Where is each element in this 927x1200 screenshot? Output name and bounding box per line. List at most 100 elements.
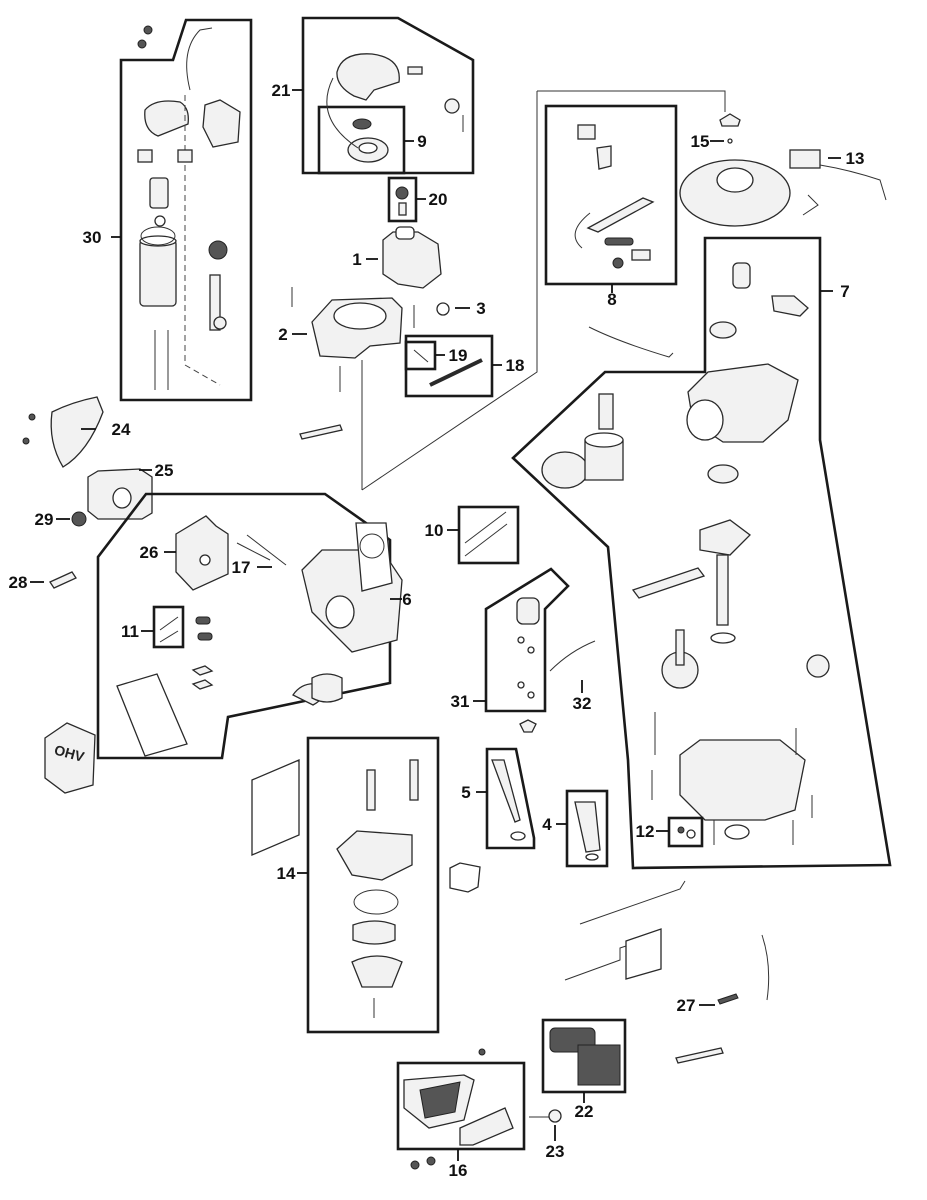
governor-spring [717, 993, 739, 1005]
drain-plug-icon [677, 826, 685, 834]
starter-pinion-gear [208, 240, 228, 260]
recoil-housing [336, 53, 400, 101]
carb-float [352, 920, 396, 945]
fuel-valve-icon [395, 186, 409, 200]
screw-icon [478, 1048, 486, 1056]
air-cleaner-knob [548, 1109, 562, 1123]
starter-motor-frame [139, 239, 177, 307]
governor-arm [761, 934, 770, 1001]
oil-seal [709, 321, 737, 339]
nut-icon [28, 413, 36, 421]
callout-27: 27 [677, 996, 696, 1015]
valve-cover-ohv-text: OHV [53, 742, 87, 765]
starter-gear [213, 316, 227, 330]
connector-line [537, 90, 726, 112]
heat-shield [175, 515, 229, 591]
callout-25: 25 [155, 461, 174, 480]
callout-box-4 [565, 789, 609, 868]
callout-20: 20 [429, 190, 448, 209]
fuel-solenoid [516, 597, 540, 625]
air-cleaner-cover [459, 1107, 514, 1146]
callout-10: 10 [425, 521, 444, 540]
callout-17: 17 [232, 558, 251, 577]
starter-armature [149, 177, 169, 209]
starter-wire [186, 27, 213, 91]
combustion-chamber [325, 595, 355, 629]
callout-box-21 [301, 16, 475, 175]
fuel-cap-bushing [436, 302, 450, 316]
callout-31: 31 [451, 692, 470, 711]
oil-seal-lower [724, 824, 750, 840]
cylinder-bore [686, 399, 724, 441]
throttle-cable [579, 880, 686, 925]
solenoid-washer [517, 636, 525, 644]
pulley-hub [358, 142, 378, 154]
fuel-clamp [413, 349, 429, 363]
callout-32: 32 [573, 694, 592, 713]
control-bracket [596, 145, 612, 170]
callout-box-9 [317, 105, 406, 175]
callout-11: 11 [121, 622, 139, 641]
starter-brush [177, 149, 193, 163]
valve-spring-icon [195, 616, 211, 625]
wire-harness [549, 640, 596, 672]
starter-end-cap [144, 100, 189, 137]
carb-insulator-gasket [449, 862, 481, 893]
paper-filter [577, 1044, 621, 1086]
nut-icon [426, 1156, 436, 1166]
callout-box-12 [667, 816, 704, 848]
crankshaft-web [699, 519, 751, 556]
float-bowl [351, 955, 403, 988]
drain-washer-icon [686, 829, 696, 839]
callout-box-11 [152, 605, 185, 649]
governor-gear [806, 654, 830, 678]
callout-7: 7 [840, 282, 849, 301]
head-stud [246, 534, 287, 566]
throttle-link [299, 424, 343, 440]
fuel-valve-stem [398, 202, 407, 216]
recoil-spring [352, 118, 372, 130]
callout-23: 23 [546, 1142, 565, 1161]
valve-cover-gasket [116, 673, 188, 757]
spark-arrestor [71, 511, 87, 527]
fuel-line [429, 358, 483, 387]
intake-spacer [311, 673, 343, 703]
callout-30: 30 [83, 228, 102, 247]
callout-26: 26 [140, 543, 159, 562]
bolt-icon [143, 25, 153, 35]
push-rod [464, 511, 507, 544]
callout-4: 4 [542, 815, 552, 834]
solenoid-washer [517, 681, 525, 689]
starter-dash-line [184, 95, 221, 386]
carb-throttle-shaft [409, 759, 419, 801]
group-30-electric-starter [119, 18, 253, 402]
cam-follower-cover [732, 262, 751, 289]
flywheel-nut [719, 113, 741, 127]
callout-2: 2 [278, 325, 287, 344]
callout-box-14 [306, 736, 440, 1034]
push-rod [464, 523, 508, 557]
dipstick-o-ring [510, 831, 526, 841]
callout-14: 14 [277, 864, 296, 883]
thrust-washer [710, 632, 736, 644]
nut-icon [22, 437, 30, 445]
dipstick [491, 759, 521, 823]
callout-19: 19 [449, 346, 468, 365]
nut-icon [410, 1160, 420, 1170]
piston-top [584, 432, 624, 448]
valve-icon [159, 630, 179, 643]
callout-box-8 [544, 104, 678, 286]
callout-13: 13 [846, 149, 865, 168]
kill-wire [802, 194, 819, 216]
callout-22: 22 [575, 1102, 594, 1121]
carb-choke-shaft [366, 769, 376, 811]
fuel-tank [382, 231, 442, 289]
carburetor-body [336, 830, 413, 881]
piston-rings [541, 451, 589, 489]
callout-12: 12 [636, 822, 655, 841]
callout-16: 16 [449, 1161, 468, 1180]
control-plate [625, 928, 662, 980]
muffler-guard [50, 396, 104, 468]
recoil-handle [407, 66, 423, 75]
callout-box-16 [396, 1061, 526, 1151]
